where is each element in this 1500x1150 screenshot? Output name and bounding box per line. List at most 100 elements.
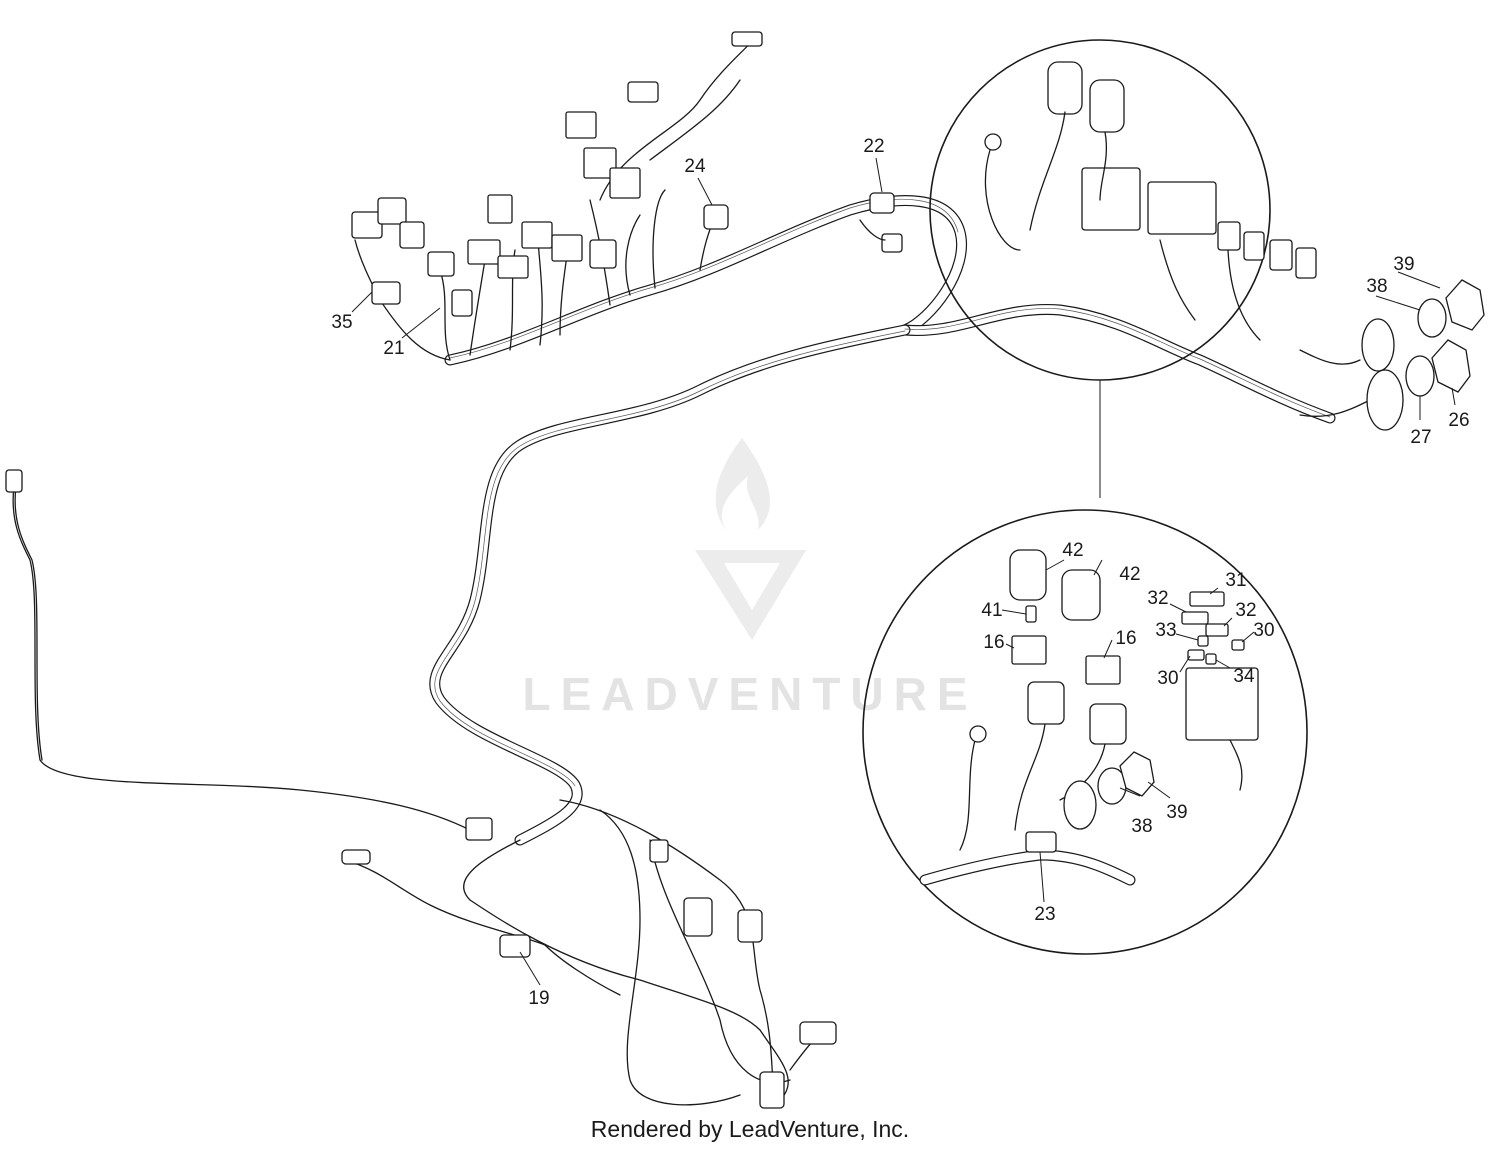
connector-box [565,111,597,139]
connector-box [377,197,407,225]
callout-27: 27 [1410,427,1431,448]
callout-39-lower: 39 [1166,802,1187,823]
connector-box [1089,703,1127,745]
terminal-33 [1197,635,1209,647]
fuse-block [1185,667,1259,741]
callout-24: 24 [684,156,706,177]
grommet [1361,318,1395,372]
ring-terminal [969,725,987,743]
terminal-16 [1085,655,1121,685]
connector-box [451,289,473,317]
nut-39 [1445,279,1485,331]
callout-30-left: 30 [1157,668,1178,689]
connector-box [703,204,729,230]
connector-box [399,221,425,249]
connector-box [649,839,669,863]
washer-38 [1417,298,1447,338]
callout-38-lower: 38 [1131,816,1152,837]
lower-detail-circle [862,509,1308,955]
connector-23 [1025,831,1057,853]
fuse-block [1081,167,1141,231]
upper-detail-circle [929,39,1317,498]
callout-22: 22 [863,136,884,157]
right-end-grommets [1299,279,1485,431]
connector-box [1295,247,1317,279]
callout-33: 33 [1155,620,1176,641]
callout-26: 26 [1448,410,1469,431]
callout-35: 35 [331,312,352,333]
connector-box [371,281,401,305]
relay-42 [1009,549,1047,601]
callout-38-upper: 38 [1366,276,1387,297]
nut-39 [1119,751,1155,797]
connector-box [1269,239,1293,271]
callout-21: 21 [383,338,404,359]
terminal-41 [1025,605,1037,623]
connector-box [683,897,713,937]
connector-box [737,909,763,943]
callout-31: 31 [1225,570,1246,591]
callout-16-left: 16 [983,632,1004,653]
terminal-pins-32 [1181,611,1209,625]
callout-41: 41 [981,600,1002,621]
connector-box [589,239,617,269]
callout-19: 19 [528,988,549,1009]
connector-box [487,194,513,224]
connector-box [351,211,383,239]
terminal-30 [1187,649,1205,661]
callout-23: 23 [1034,904,1055,925]
connector-box [499,934,531,958]
connector-box [627,81,659,103]
washer-27 [1405,355,1435,397]
connector-box [609,167,641,199]
callout-39-upper: 39 [1393,254,1414,275]
leader-lines [351,157,1456,986]
nut-26 [1431,339,1471,393]
grommet [1366,369,1404,431]
callout-42-left: 42 [1062,540,1083,561]
rendered-by-footer: Rendered by LeadVenture, Inc. [590,1116,910,1142]
connector-box [1217,221,1241,251]
connector-box [5,469,23,493]
fuse-block [1147,181,1217,235]
connector-box [759,1071,785,1109]
watermark-text: LEADVENTURE [522,668,977,720]
callout-42-right: 42 [1119,564,1140,585]
ring-terminal [984,133,1002,151]
connector-box [497,255,529,279]
connector-box [1027,681,1065,725]
connector-box [799,1021,837,1045]
connector-box [881,233,903,253]
callout-16-right: 16 [1115,628,1136,649]
callout-32-left: 32 [1147,588,1168,609]
terminal-30 [1231,639,1245,651]
grommet [1063,780,1097,830]
terminal-16 [1011,635,1047,665]
terminal-pins-31 [1189,591,1225,607]
relay-42 [1047,61,1083,115]
connector-box [551,234,583,262]
main-harness-bundle [429,195,1336,846]
terminal-pins-32 [1205,623,1229,637]
connector-box [341,849,371,865]
relay-42 [1061,569,1101,621]
callout-30-right: 30 [1253,620,1274,641]
connector-box [521,221,553,249]
callout-34: 34 [1233,666,1255,687]
connector-box [465,817,493,841]
relay-42 [1089,79,1125,133]
connector-box [583,147,617,179]
left-long-wire [5,469,493,841]
connector-box [731,31,763,47]
connector-box [1243,231,1265,261]
lower-branches [341,799,837,1109]
terminal-34 [1205,653,1217,665]
flame-logo-icon [715,438,770,530]
leadventure-watermark: LEADVENTURE [522,438,977,720]
callout-labels: 35 21 22 24 19 39 38 27 26 42 42 41 16 1… [331,136,1469,1009]
left-connector-cluster [351,31,903,361]
connector-box [427,251,455,277]
connector-box [467,239,501,265]
callout-32-right: 32 [1235,600,1256,621]
